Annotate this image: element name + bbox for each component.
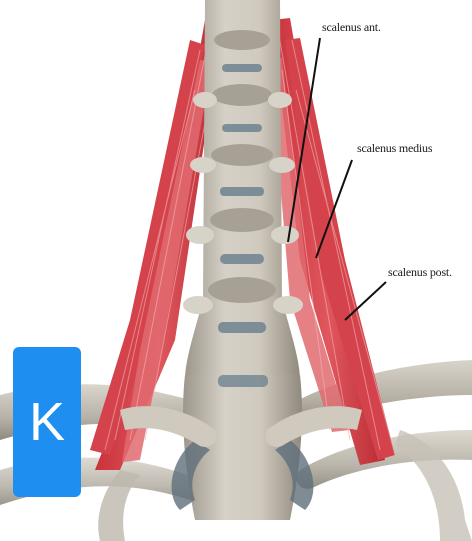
k-logo-badge: K [13, 347, 81, 497]
label-scalenus-medius: scalenus medius [357, 141, 432, 156]
k-logo-letter: K [29, 395, 65, 449]
label-scalenus-post: scalenus post. [388, 265, 452, 280]
label-scalenus-ant: scalenus ant. [322, 20, 381, 35]
